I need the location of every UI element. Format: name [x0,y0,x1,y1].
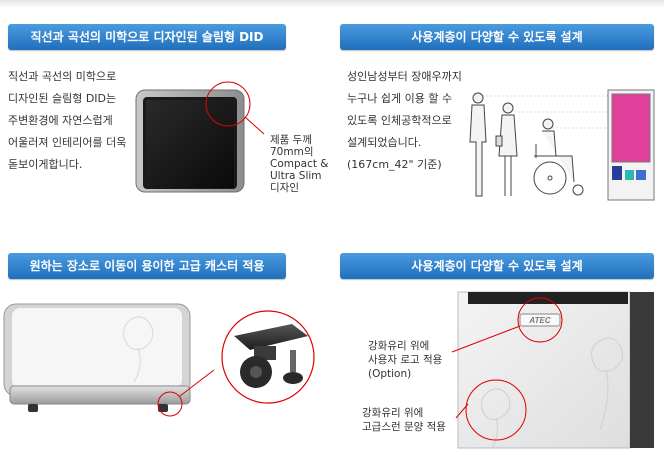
logo-callout: 강화유리 위에 사용자 로고 적용 (Option) [368,340,443,380]
slim-line-1: 직선과 곡선의 미학으로 [8,70,117,83]
ergonomic-line-5: (167cm_42" 기준) [347,158,442,171]
top-strip [0,0,664,8]
logo-highlight-circle [517,297,563,343]
ergonomic-line-3: 있도록 인체공학적으로 [347,114,452,127]
banner-slim-design: 직선과 곡선의 미학으로 디자인된 슬림형 DID [8,24,286,50]
ergonomic-line-1: 성인남성부터 장애우까지 [347,70,462,83]
thickness-highlight-circle [205,81,251,127]
thickness-callout: 제품 두께 70mm의 Compact & Ultra Slim 디자인 [270,134,329,194]
banner-glass: 사용계층이 다양할 수 있도록 설계 [340,253,654,279]
monitor-corner-illustration [135,81,265,193]
ergonomic-text: 성인남성부터 장애우까지 누구나 쉽게 이용 할 수 있도록 인체공학적으로 설… [347,66,462,176]
slim-line-5: 돋보이게합니다. [8,158,83,171]
wheelchair-figure [533,118,584,196]
banner-casters: 원하는 장소로 이동이 용이한 고급 캐스터 적용 [8,253,286,279]
glass-panel-illustration: ATEC [457,291,654,449]
ergonomic-line-2: 누구나 쉽게 이용 할 수 [347,92,453,105]
kiosk-base-illustration [3,303,215,417]
caster-highlight-circle [157,391,183,417]
kiosk-figure [607,89,655,201]
banner-ergonomic: 사용계층이 다양할 수 있도록 설계 [340,24,654,50]
slim-design-text: 직선과 곡선의 미학으로 디자인된 슬림형 DID는 주변환경에 자연스럽게 어… [8,66,126,176]
atec-logo: ATEC [528,316,550,325]
ergonomic-illustration [469,89,655,201]
slim-line-4: 어울러져 인테리어를 더욱 [8,136,127,149]
ergonomic-line-4: 설계되었습니다. [347,136,422,149]
pattern-callout: 강화유리 위에 고급스런 문양 적용 [362,407,446,433]
adult-male-figure [469,92,487,197]
caster-detail-illustration [221,310,315,404]
slim-line-3: 주변환경에 자연스럽게 [8,114,113,127]
adult-female-figure [495,102,518,196]
slim-line-2: 디자인된 슬림형 DID는 [8,92,117,105]
